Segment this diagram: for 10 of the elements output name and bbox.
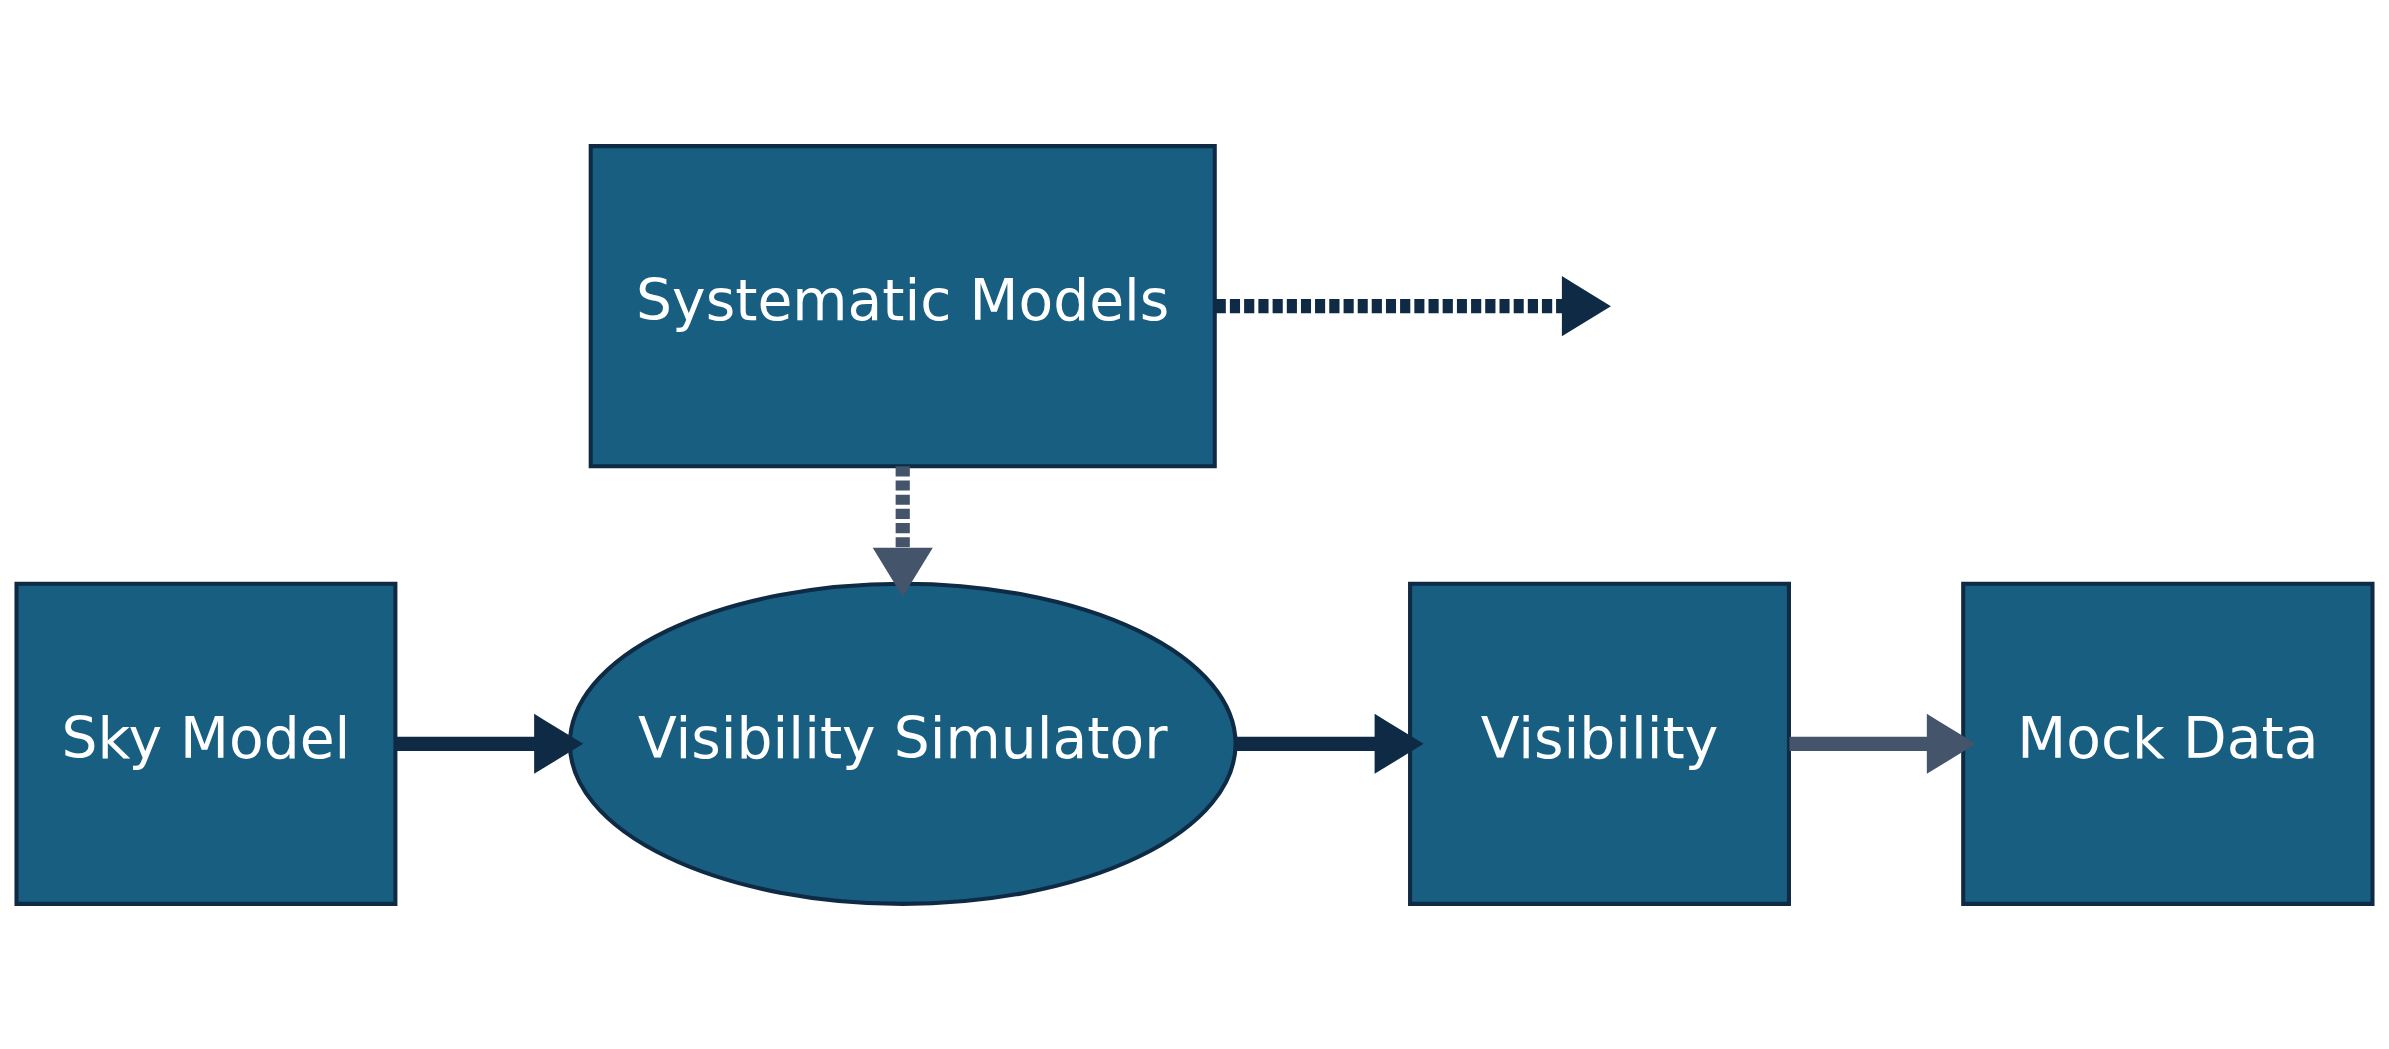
arrow — [1215, 275, 1611, 336]
node-box: Systematic Models — [588, 143, 1217, 468]
node-box: Visibility — [1408, 581, 1791, 906]
arrow — [395, 713, 584, 774]
node-box: Sky Model — [14, 581, 398, 906]
arrow — [1235, 713, 1424, 774]
arrow — [1789, 713, 1976, 774]
node-box: Mock Data — [1961, 581, 2375, 906]
arrow — [872, 465, 933, 597]
node-ellipse: Visibility Simulator — [567, 581, 1238, 906]
